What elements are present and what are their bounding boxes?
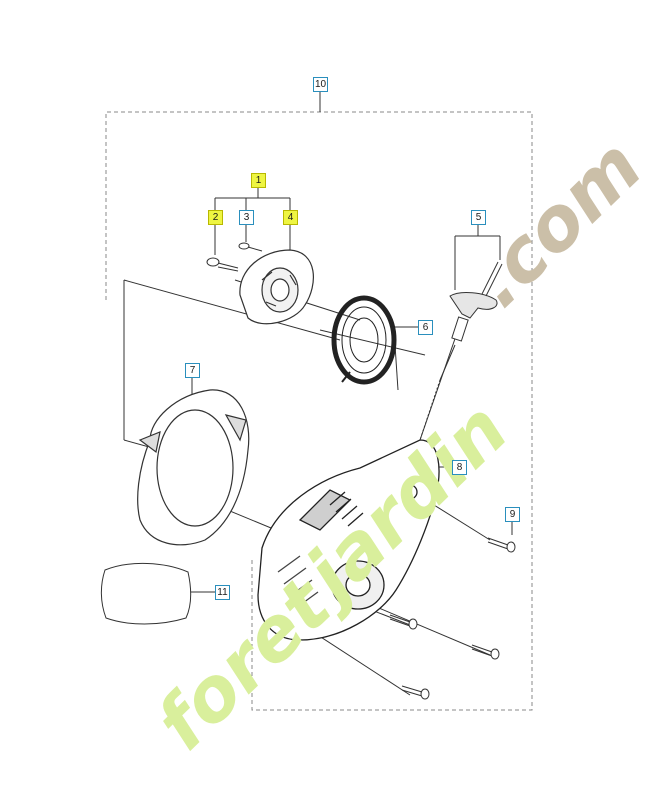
starter-handle-part-5 (419, 261, 503, 441)
screw-part-2 (206, 257, 239, 272)
callout-11: 11 (215, 585, 230, 600)
starter-housing-part-8 (257, 439, 440, 641)
guide-plate-part-7 (137, 389, 250, 546)
callout-2: 2 (208, 210, 223, 225)
screw-part-3 (238, 242, 263, 252)
callout-6: 6 (418, 320, 433, 335)
callout-4: 4 (283, 210, 298, 225)
callout-3: 3 (239, 210, 254, 225)
assembly-frame (105, 111, 533, 711)
screws-part-9 (389, 537, 516, 700)
label-part-11 (100, 563, 192, 625)
callout-9: 9 (505, 507, 520, 522)
callout-5: 5 (471, 210, 486, 225)
callout-10: 10 (313, 77, 328, 92)
pulley-part-4 (239, 249, 314, 325)
callout-8: 8 (452, 460, 467, 475)
spring-part-6 (331, 295, 397, 385)
callout-1: 1 (251, 173, 266, 188)
callout-7: 7 (185, 363, 200, 378)
